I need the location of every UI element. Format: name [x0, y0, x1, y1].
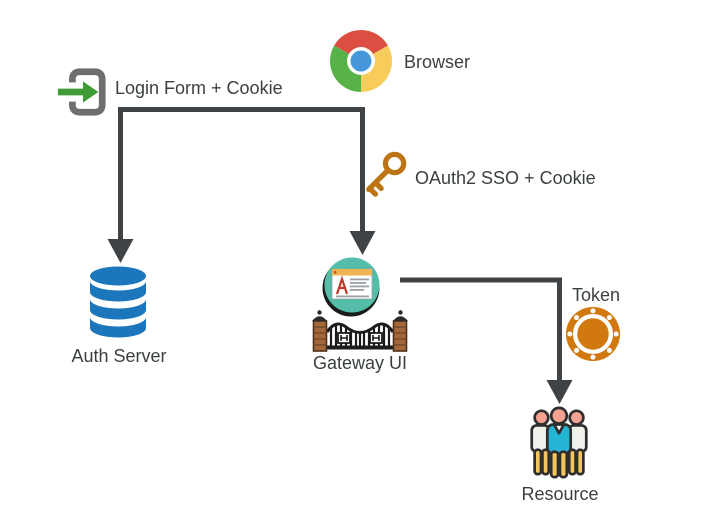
edge-gateway-to-resource — [400, 277, 562, 381]
key-icon — [362, 150, 408, 200]
resource-label: Resource — [521, 484, 599, 504]
chrome-browser-icon — [330, 30, 392, 92]
auth-server-label: Auth Server — [71, 346, 167, 366]
arrowhead-gateway — [349, 231, 376, 255]
webpage-badge-icon — [320, 255, 384, 317]
user-group-icon — [526, 404, 592, 480]
gateway-ui-label: Gateway UI — [312, 353, 408, 373]
edge-browser-to-auth-server — [118, 107, 365, 240]
iron-gate-icon — [312, 310, 408, 352]
login-enter-icon — [56, 66, 108, 118]
login-form-label: Login Form + Cookie — [115, 78, 283, 98]
arrowhead-auth-server — [107, 239, 134, 263]
token-label: Token — [572, 285, 621, 305]
browser-label: Browser — [404, 52, 471, 72]
oauth-label: OAuth2 SSO + Cookie — [415, 168, 596, 188]
token-chip-icon — [565, 306, 621, 362]
arrowhead-resource — [546, 380, 573, 404]
database-icon — [88, 265, 148, 341]
